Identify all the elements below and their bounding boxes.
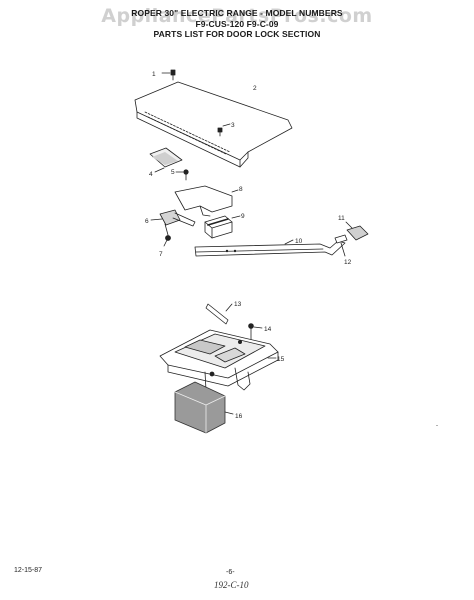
part-bracket-8 [174, 185, 239, 217]
callout-1: 1 [152, 71, 156, 78]
part-nut-7 [163, 235, 171, 247]
callout-4: 4 [149, 171, 153, 178]
part-screw-1 [161, 69, 176, 81]
callout-8: 8 [239, 186, 243, 193]
footer-page-number: -6- [226, 569, 235, 576]
part-lock-rod-10 [194, 239, 346, 257]
callout-labels: 1 2 3 4 5 6 7 8 9 10 11 12 13 14 15 16 [145, 71, 352, 420]
part-pin-12 [334, 234, 348, 257]
margin-mark: - [436, 423, 438, 429]
callout-9: 9 [241, 213, 245, 220]
part-screw-14 [248, 323, 263, 341]
callout-15: 15 [277, 356, 285, 363]
part-cover-plate [134, 81, 293, 168]
part-base-15 [159, 329, 279, 393]
callout-16: 16 [235, 413, 243, 420]
callout-10: 10 [295, 238, 303, 245]
callout-12: 12 [344, 259, 352, 266]
header-subtitle: PARTS LIST FOR DOOR LOCK SECTION [153, 29, 321, 39]
callout-7: 7 [159, 251, 163, 258]
part-latch-9 [204, 215, 241, 239]
callout-6: 6 [145, 218, 149, 225]
callout-5: 5 [171, 169, 175, 176]
page-header: ROPER 30" ELECTRIC RANGE - MODEL NUMBERS… [0, 8, 474, 40]
callout-14: 14 [264, 326, 272, 333]
callout-11: 11 [338, 215, 345, 222]
part-screw-3 [217, 123, 231, 137]
part-knob-11 [345, 221, 369, 241]
part-screw-5 [175, 169, 189, 181]
header-models: F9-CUS-120 F9-C-09 [195, 18, 279, 29]
callout-13: 13 [234, 301, 242, 308]
callout-2: 2 [253, 85, 257, 92]
header-title: ROPER 30" ELECTRIC RANGE - MODEL NUMBERS [131, 8, 343, 18]
part-plate-4 [149, 147, 183, 173]
callout-3: 3 [231, 122, 235, 129]
footer-handwritten-code: 192-C-10 [214, 580, 249, 590]
footer-date: 12-15-87 [14, 567, 43, 574]
part-solenoid-6 [150, 209, 196, 236]
part-housing-16 [174, 381, 234, 434]
part-spring-13 [205, 303, 233, 325]
